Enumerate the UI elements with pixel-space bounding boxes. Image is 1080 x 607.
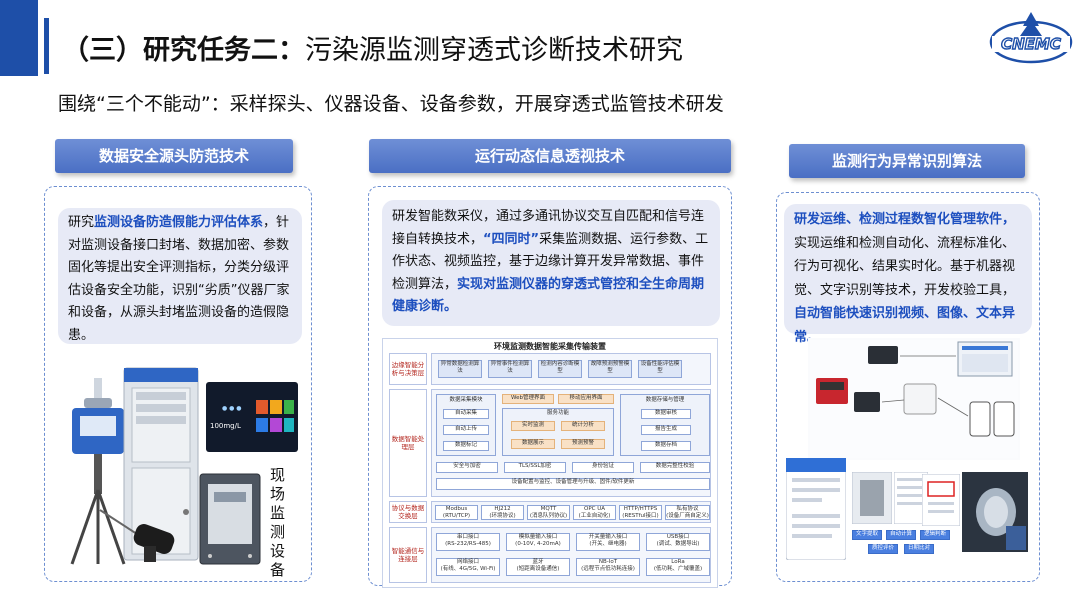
service-group: 服务功能 实时监测 统计分析 数据展示 预测预警 bbox=[502, 408, 614, 456]
protocol-box: HJ212(环境协议) bbox=[481, 505, 524, 520]
layer-comm: 智能通信与连接层 bbox=[389, 527, 427, 583]
subtitle: 围绕“三个不能动”：采样探头、仪器设备、设备参数，开展穿透式监管技术研发 bbox=[58, 93, 724, 115]
text-behavior-anomaly: 研发运维、检测过程数智化管理软件，实现运维和检测自动化、流程标准化、行为可视化、… bbox=[784, 204, 1032, 345]
data-logger-image bbox=[199, 473, 261, 565]
app-button-qc-eval[interactable]: 质控评价 bbox=[868, 544, 898, 554]
instrument-screen-image: ● ● ● 100mg/L bbox=[206, 382, 298, 452]
comm-box: 网络接口(有线、4G/5G, Wi-Fi) bbox=[436, 558, 500, 576]
edge-box: 异常数据检测算法 bbox=[438, 360, 482, 378]
app-button-auto-calc[interactable]: 自动计算 bbox=[886, 530, 916, 540]
diagram-title: 环境监测数据智能采集传输装置 bbox=[494, 342, 606, 351]
cnemc-logo-icon: CNEMC bbox=[989, 12, 1073, 64]
security-item: 数据完整性校验 bbox=[640, 462, 710, 473]
page-title: （三）研究任务二：污染源监测穿透式诊断技术研究 bbox=[62, 28, 683, 67]
text-runtime-info: 研发智能数采仪，通过多通讯协议交互自匹配和信号连接自转换技术，“四同时”采集监测… bbox=[382, 200, 720, 326]
row-comm: 串口接口(RS-232/RS-485) 模拟量输入接口(0-10V, 4-20m… bbox=[431, 527, 711, 583]
row-protocol: Modbus(RTU/TCP) HJ212(环境协议) MQTT(消息队列协议)… bbox=[431, 501, 711, 523]
layer-processing: 数据智能处理层 bbox=[389, 389, 427, 497]
security-item: TLS/SSL加密 bbox=[504, 462, 566, 473]
svg-text:CNEMC: CNEMC bbox=[1001, 35, 1061, 53]
architecture-diagram: 环境监测数据智能采集传输装置 边缘智能分析与决策层 异常数据检测算法 异常事件检… bbox=[382, 338, 718, 588]
gas-probe-image bbox=[99, 509, 175, 562]
collect-item: 数据标记 bbox=[443, 441, 489, 451]
tag-data-security: 数据安全源头防范技术 bbox=[55, 139, 293, 173]
storage-item: 数据存档 bbox=[641, 441, 691, 451]
app-screenshot-stamp bbox=[922, 474, 960, 526]
app-screenshot-form bbox=[786, 458, 846, 560]
header-accent-line bbox=[44, 18, 49, 74]
label-onsite-devices: 现场监测设备 bbox=[270, 466, 286, 579]
security-item: 身份验证 bbox=[572, 462, 634, 473]
app-button-text-extract[interactable]: 文字提取 bbox=[852, 530, 882, 540]
air-sampler-image bbox=[70, 378, 126, 565]
service-top: 移动应用界面 bbox=[558, 394, 614, 404]
storage-item: 报告生成 bbox=[641, 425, 691, 435]
comm-box: 串口接口(RS-232/RS-485) bbox=[436, 533, 500, 551]
page-title-prefix: （三）研究任务二： bbox=[62, 35, 305, 66]
edge-box: 异常事件检测算法 bbox=[488, 360, 532, 378]
comm-box: 开关量输入接口(开关、继电器) bbox=[576, 533, 640, 551]
cnemc-logo: CNEMC bbox=[988, 10, 1074, 68]
service-item: 实时监测 bbox=[511, 421, 555, 431]
monitoring-cabinet-image bbox=[123, 367, 199, 561]
app-button-date-compare[interactable]: 日期比对 bbox=[904, 544, 934, 554]
page-title-rest: 污染源监测穿透式诊断技术研究 bbox=[305, 35, 683, 66]
app-button-logic-check[interactable]: 逻辑判断 bbox=[920, 530, 950, 540]
text-data-security: 研究监测设备防造假能力评估体系，针对监测设备接口封堵、数据加密、参数固化等提出安… bbox=[58, 208, 302, 344]
workflow-illustration bbox=[808, 338, 1020, 460]
collect-group: 数据采集模块 自动采集 自动上传 数据标记 bbox=[436, 394, 496, 456]
collect-item: 自动采集 bbox=[443, 409, 489, 419]
row-edge: 异常数据检测算法 异常事件检测算法 检测内容诊断模型 故障预测预警模型 设备性能… bbox=[431, 353, 711, 385]
svg-text:100mg/L: 100mg/L bbox=[210, 422, 241, 430]
protocol-box: OPC UA(工业自动化) bbox=[573, 505, 616, 520]
header-accent-block bbox=[0, 0, 38, 76]
storage-group: 数据存储与管理 数据审核 报告生成 数据存档 bbox=[620, 394, 710, 456]
protocol-box: MQTT(消息队列协议) bbox=[527, 505, 570, 520]
storage-item: 数据审核 bbox=[641, 409, 691, 419]
app-screenshot-photo bbox=[852, 472, 892, 524]
tag-behavior-anomaly: 监测行为异常识别算法 bbox=[789, 144, 1025, 178]
edge-box: 检测内容诊断模型 bbox=[538, 360, 582, 378]
layer-edge: 边缘智能分析与决策层 bbox=[389, 353, 427, 385]
comm-box: USB接口(调试、数据导出) bbox=[646, 533, 710, 551]
protocol-box: Modbus(RTU/TCP) bbox=[435, 505, 478, 520]
protocol-box: HTTP/HTTPS(RESTful接口) bbox=[619, 505, 662, 520]
comm-box: 模拟量输入接口(0-10V, 4-20mA) bbox=[506, 533, 570, 551]
service-item: 统计分析 bbox=[561, 421, 605, 431]
config-bar: 设备配置与监控、设备管理与升级、固件/软件更新 bbox=[436, 478, 710, 490]
comm-box: 蓝牙(短距离设备通信) bbox=[506, 558, 570, 576]
tag-runtime-info: 运行动态信息透视技术 bbox=[369, 139, 731, 173]
protocol-box: 私有协议(设备厂商自定义) bbox=[665, 505, 710, 520]
comm-box: NB-IoT(远程节点低功耗连接) bbox=[576, 558, 640, 576]
layer-protocol: 协议与数据交换层 bbox=[389, 501, 427, 523]
collect-item: 自动上传 bbox=[443, 425, 489, 435]
comm-box: LoRa(低功耗、广域覆盖) bbox=[646, 558, 710, 576]
edge-box: 故障预测预警模型 bbox=[588, 360, 632, 378]
edge-box: 设备性能评估模型 bbox=[638, 360, 682, 378]
security-item: 安全与加密 bbox=[436, 462, 498, 473]
row-processing: 数据采集模块 自动采集 自动上传 数据标记 Web管理界面 移动应用界面 服务功… bbox=[431, 389, 711, 497]
inspection-photo bbox=[962, 472, 1028, 552]
service-top: Web管理界面 bbox=[502, 394, 554, 404]
service-item: 数据展示 bbox=[511, 439, 555, 449]
service-item: 预测预警 bbox=[561, 439, 605, 449]
svg-text:● ● ●: ● ● ● bbox=[222, 405, 242, 412]
